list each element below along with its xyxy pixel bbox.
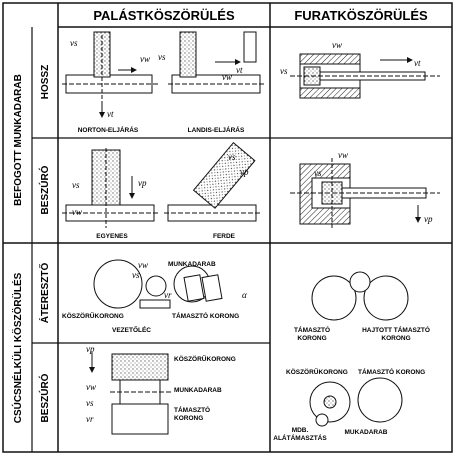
symbol-vt-internal: vt	[414, 58, 421, 68]
symbol-alpha: α	[242, 290, 247, 300]
caption-mdb: MDB.	[292, 427, 309, 434]
internal-longitudinal-sketch	[290, 53, 440, 99]
caption-munkadarab: MUNKADARAB	[168, 261, 216, 268]
symbol-vs-ferde: vs	[228, 152, 236, 162]
symbol-vw-landis: vw	[222, 72, 232, 82]
row-label-hossz: HOSSZ	[40, 65, 51, 99]
symbol-vs-landis: vs	[158, 52, 166, 62]
symbol-vs-plunge: vs	[72, 180, 80, 190]
header-external-grinding: PALÁSTKÖSZÖRÜLÉS	[93, 8, 235, 23]
group-label-mounted: BEFOGOTT MUNKADARAB	[13, 74, 24, 206]
symbol-vs-centerless: vs	[86, 398, 94, 408]
caption-cl-tamaszto-b: KORONG	[174, 415, 203, 422]
row-label-beszuro: BESZÚRÓ	[38, 165, 51, 214]
symbol-vt-landis: vt	[236, 65, 243, 75]
caption-cl-koszorukorong: KÖSZÖRŰKORONG	[174, 354, 236, 363]
centerless-plunge-sketch	[89, 352, 172, 435]
norton-process-sketch	[62, 31, 158, 118]
caption-koszorukorong-internal: KÖSZÖRŰKORONG	[286, 367, 348, 376]
symbol-vr-centerless: vr	[86, 414, 94, 424]
caption-cl-tamaszto-a: TÁMASZTÓ	[174, 405, 210, 414]
caption-tamaszto-korong: TÁMASZTÓ KORONG	[172, 311, 239, 320]
caption-vezetolec: VEZETŐLÉC	[112, 325, 151, 334]
symbol-vw-throughfeed: vw	[138, 260, 148, 270]
row-label-beszuro-centerless: BESZÚRÓ	[38, 373, 51, 422]
caption-landis: LANDIS-ELJÁRÁS	[188, 125, 245, 134]
symbol-vt: vt	[107, 109, 114, 119]
symbol-vp-plunge: vp	[138, 178, 147, 188]
symbol-vs-internal-plunge: vs	[314, 168, 322, 178]
centerless-throughfeed-sketch	[93, 259, 223, 309]
symbol-vs-internal: vs	[280, 66, 288, 76]
symbol-vp-ferde: vp	[240, 167, 249, 177]
symbol-vs: vs	[70, 38, 78, 48]
symbol-vw-centerless: vw	[86, 382, 96, 392]
symbol-vw: vw	[140, 54, 150, 64]
symbol-vp-internal-plunge: vp	[424, 214, 433, 224]
caption-hajtott-b: KORONG	[381, 335, 410, 342]
caption-egyenes: EGYENES	[96, 233, 128, 240]
landis-process-sketch	[168, 31, 264, 94]
symbol-vw-internal-plunge: vw	[338, 150, 348, 160]
caption-tamaszto-a: TÁMASZTÓ	[294, 325, 330, 334]
plunge-angled-sketch	[164, 141, 262, 222]
centerless-internal-sketch-bottom	[309, 377, 403, 427]
caption-koszorukorong: KÖSZÖRŰKORONG	[62, 311, 124, 320]
internal-plunge-sketch	[290, 158, 440, 228]
caption-alatamasztas: ALÁTÁMASZTÁS	[273, 433, 327, 442]
group-label-centerless: CSÚCSNÉLKÜLI KÖSZÖRÜLÉS	[11, 272, 24, 423]
caption-ferde: FERDE	[213, 233, 236, 240]
caption-tamaszto-korong-internal: TÁMASZTÓ KORONG	[358, 367, 425, 376]
centerless-internal-sketch-top	[311, 271, 409, 321]
symbol-vw-internal: vw	[332, 40, 342, 50]
caption-norton: NORTON-ELJÁRÁS	[78, 125, 139, 134]
header-internal-grinding: FURATKÖSZÖRÜLÉS	[294, 8, 428, 23]
caption-hajtott-a: HAJTOTT TÁMASZTÓ	[362, 325, 430, 334]
caption-tamaszto-b: KORONG	[297, 335, 326, 342]
plunge-straight-sketch	[62, 148, 160, 228]
symbol-vr-throughfeed: vr	[164, 290, 172, 300]
symbol-vp-centerless: vp	[86, 344, 95, 354]
caption-cl-munkadarab: MUNKADARAB	[174, 387, 222, 394]
symbol-vs-throughfeed: vs	[132, 270, 140, 280]
symbol-vw-plunge: vw	[72, 207, 82, 217]
caption-mukadarab: MUKADARAB	[345, 429, 388, 436]
row-label-atereszto: ÁTERESZTŐ	[38, 263, 51, 324]
